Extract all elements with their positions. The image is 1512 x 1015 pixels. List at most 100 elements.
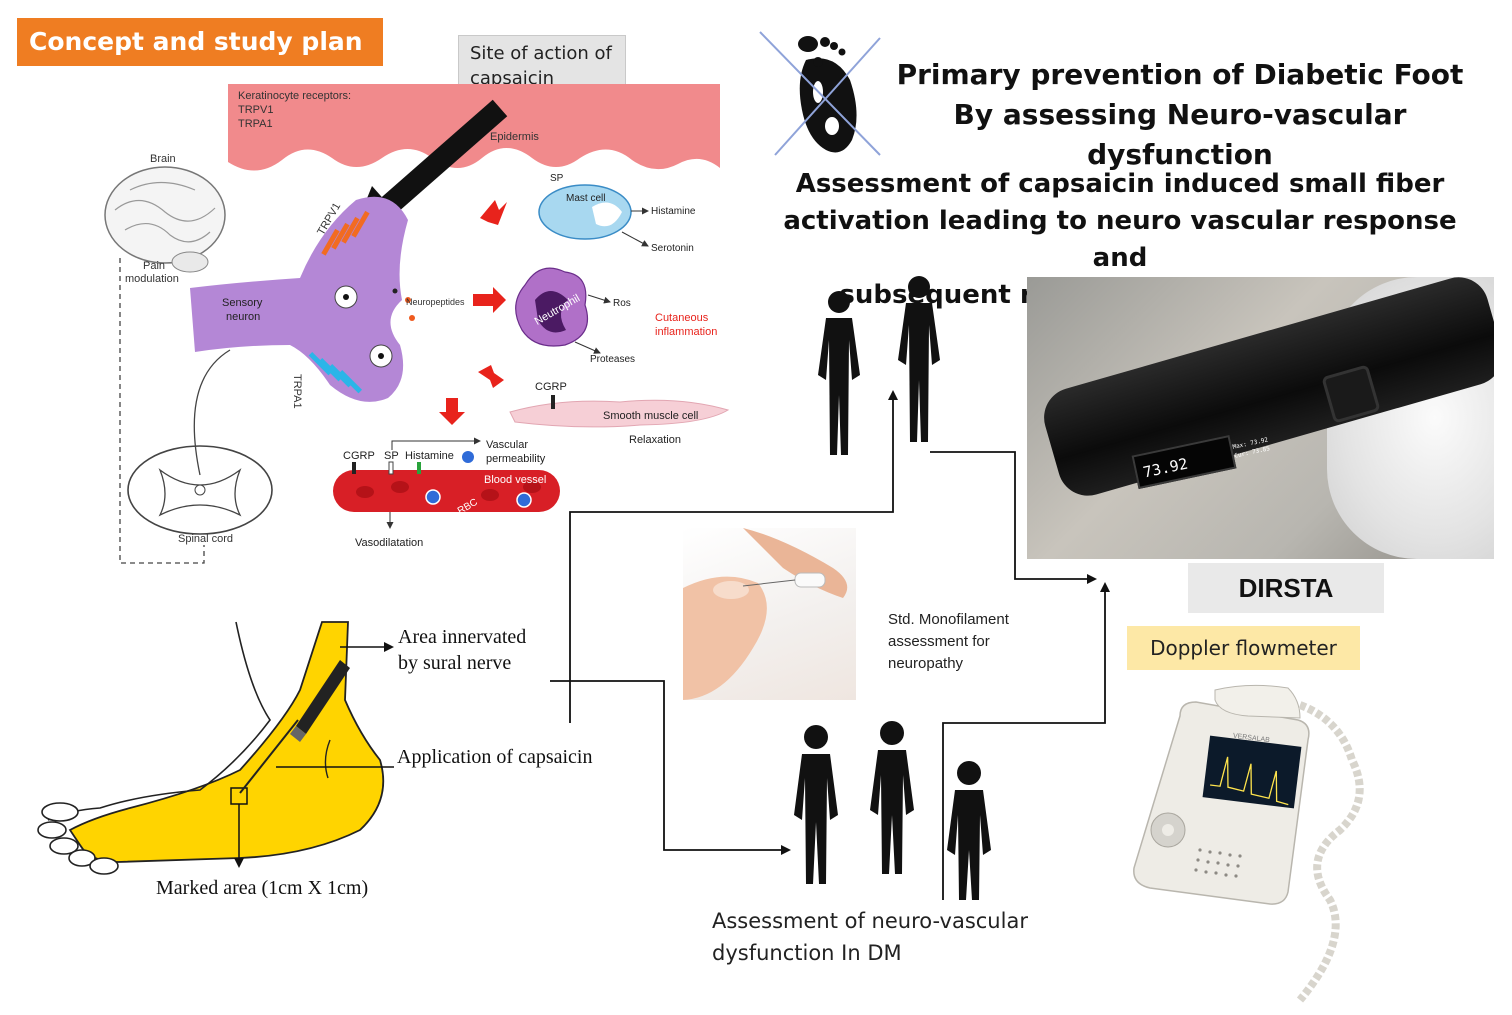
red-arrow-vessel [439,398,465,425]
neuropeptides-label: Neuropeptides [406,297,465,307]
cross-line-1 [759,31,881,156]
neutrophil-nucleus [535,291,568,333]
title-line1: Primary prevention of Diabetic Foot [896,58,1464,91]
flow-dm-to-dirsta [942,582,1110,900]
sensory-neuron-label-1: Sensory [222,297,263,309]
vessel-histamine-marker [417,462,421,474]
trpv1-channel [321,210,370,256]
cutaneous-label-1: Cutaneous [655,312,709,324]
proteases-arrow [574,341,601,354]
sp-label: SP [550,173,564,184]
red-arrow-neutrophil [473,287,506,313]
keratinocyte-trpa1: TRPA1 [238,118,273,130]
serotonin-label: Serotonin [651,243,694,254]
dm-line1: Assessment of neuro-vascular [712,909,1028,933]
cross-line-2 [774,37,881,156]
foot-outline [47,621,271,821]
dm-subjects-icon [794,721,991,900]
neuron-to-spinal-path [193,349,231,476]
vessel-sp-marker [388,461,394,475]
smooth-muscle-cell [509,399,730,428]
vascular-label-2: permeability [486,453,546,465]
doppler-brand: VERSALAB [1233,733,1271,744]
blood-vessel-label: Blood vessel [484,474,546,486]
trpa1-label: TRPA1 [291,374,303,409]
red-blood-cells [356,481,541,508]
vasodilatation-label: Vasodilatation [355,537,423,549]
pain-modulation-path [119,258,205,564]
red-arrow-mast [480,200,507,225]
vessel-histamine-label: Histamine [405,450,454,462]
area-innervated-caption: Area innervated by sural nerve [398,624,526,676]
dm-assessment-caption: Assessment of neuro-vascular dysfunction… [712,905,1052,969]
smooth-muscle-label: Smooth muscle cell [603,410,698,422]
doppler-device-icon [1133,684,1364,1003]
monofilament-line3: neuropathy [888,655,964,672]
healthy-subjects-icon [818,276,940,455]
spinal-cord-icon [127,445,273,535]
toe-skin [683,576,767,700]
ankle-bone-line [324,739,331,779]
application-caption: Application of capsaicin [397,746,593,768]
monofilament-caption: Std. Monofilament assessment for neuropa… [888,609,1068,675]
ros-arrow [587,294,611,304]
monofilament-illustration [683,528,848,700]
histamine-label: Histamine [651,206,696,217]
epidermis-label: Epidermis [490,131,539,143]
vascular-arrow [391,437,481,450]
trpa1-channel [308,351,363,394]
brain-label: Brain [150,153,176,165]
blood-vessel [333,470,560,512]
diabetic-foot-icon [798,36,857,153]
doppler-label: Doppler flowmeter [1127,626,1360,670]
capsaicin-applicator [239,660,350,794]
vesicles [334,285,415,368]
dirsta-photo: 73.92 Max: 73.92 Cur: 73.85 [1027,277,1494,559]
cgrp-label: CGRP [535,381,567,393]
keratinocyte-title: Keratinocyte receptors: [238,90,351,102]
pain-label-2: modulation [125,273,179,285]
vascular-permeability-dot [462,451,474,463]
proteases-label: Proteases [590,354,635,365]
vessel-cgrp-marker [352,462,356,474]
flow-to-dm [550,680,791,855]
ros-label: Ros [613,298,631,309]
sensory-neuron-label-2: neuron [226,311,260,323]
red-arrow-smooth [478,365,504,388]
assessment-line2: activation leading to neuro vascular res… [783,206,1457,273]
keratinocyte-trpv1: TRPV1 [238,104,273,116]
concept-label: Concept and study plan [17,18,383,66]
monofilament-line1: Std. Monofilament [888,611,1009,628]
area-innervated-line1: Area innervated [398,626,527,648]
area-innervated-line2: by sural nerve [398,652,512,674]
flow-to-healthy [569,390,898,723]
site-label-line2: capsaicin [470,68,555,89]
monofilament-line2: assessment for [888,633,990,650]
cutaneous-label-2: inflammation [655,326,717,338]
relaxation-label: Relaxation [629,434,681,446]
spinal-cord-label: Spinal cord [178,533,233,545]
monofilament-fiber [742,579,796,587]
dm-line2: dysfunction In DM [712,941,902,965]
vascular-label-1: Vascular [486,439,528,451]
title-line2: By assessing Neuro-vascular dysfunction [953,98,1407,171]
vessel-cgrp-label: CGRP [343,450,375,462]
dirsta-label: DIRSTA [1188,563,1384,613]
sensory-neuron [190,196,408,402]
serotonin-arrow [621,231,649,247]
vessel-sp-label: SP [384,450,399,462]
monofilament-photo [683,528,856,700]
foot-toes [37,802,119,875]
assessment-line1: Assessment of capsaicin induced small fi… [795,169,1445,199]
site-label-line1: Site of action of [470,43,612,64]
mast-cell-granule [592,202,622,227]
site-arrow-shaft [370,99,508,224]
cgrp-marker [551,395,555,409]
pain-label-1: Pain [143,260,165,272]
toe-tip [713,581,749,599]
brain-icon [104,166,226,273]
mast-cell-label: Mast cell [566,193,605,204]
flow-healthy-to-dirsta [930,451,1097,584]
